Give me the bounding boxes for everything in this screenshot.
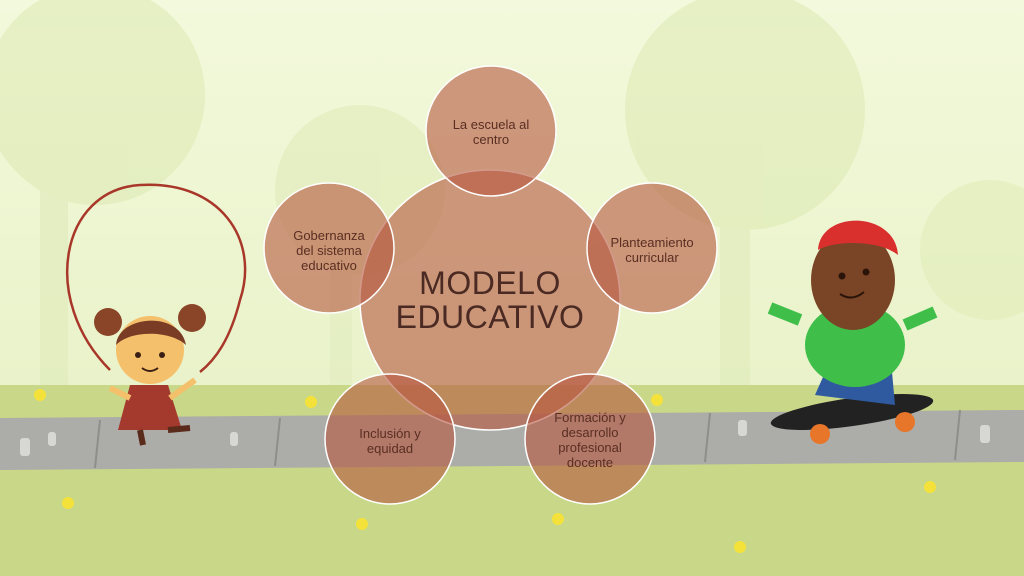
node-circle-inclusion[interactable]	[324, 373, 456, 505]
node-circle-gobernanza[interactable]	[263, 182, 395, 314]
flowers	[34, 389, 936, 553]
girl-jumping-rope-illustration	[66, 183, 247, 446]
node-circle-planteamiento[interactable]	[586, 182, 718, 314]
node-circle-formacion[interactable]	[524, 373, 656, 505]
node-circle-escuela[interactable]	[425, 65, 557, 197]
boy-on-skateboard-illustration	[767, 220, 938, 444]
